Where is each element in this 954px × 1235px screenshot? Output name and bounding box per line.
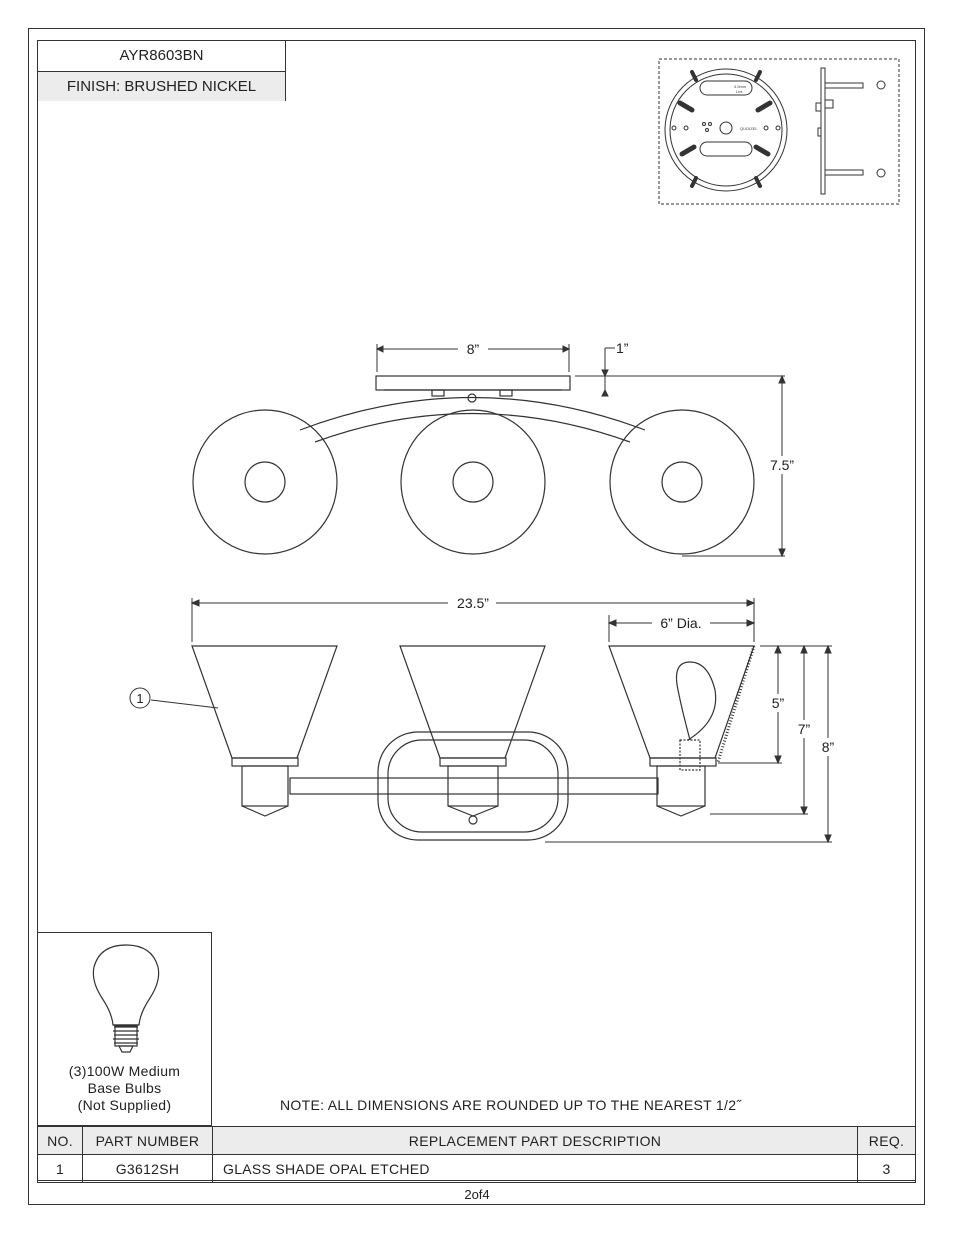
page-number: 2of4 — [464, 1187, 490, 1202]
bulb-spec-line1: (3)100W Medium — [68, 1063, 181, 1079]
side-view-drawing: 23.5” 6” Dia. 5” 7” 8” 1 — [129, 594, 838, 844]
socket-left — [244, 461, 286, 503]
outer-frame — [28, 28, 925, 1205]
callout-circle — [129, 687, 151, 709]
col-part-number: PART NUMBER — [82, 1126, 213, 1155]
dim-fixture-height: 8” — [822, 739, 835, 755]
dim-shade-height: 5” — [772, 695, 785, 711]
row-no: 1 — [37, 1154, 83, 1183]
arm-lower — [314, 412, 631, 443]
col-no: NO. — [37, 1126, 83, 1155]
crossbar-plate-drawing — [664, 68, 788, 192]
front-view-drawing: 8” 1” 7.5” — [192, 340, 798, 558]
row-req: 3 — [857, 1154, 916, 1183]
plate-brand-text: QUOIZEL — [740, 126, 758, 131]
finish-label: FINISH: BRUSHED NICKEL — [38, 72, 285, 101]
socket-right — [661, 461, 703, 503]
bulb-icon — [92, 944, 160, 1053]
arm-upper — [299, 396, 646, 431]
shade-side-right — [608, 645, 755, 759]
mounting-plate-detail: QUOIZEL 4.5mm Lbs — [658, 58, 900, 205]
canopy — [375, 375, 571, 391]
dim-canopy-width: 8” — [467, 341, 480, 357]
plate-side-view — [815, 67, 886, 195]
dimension-note: NOTE: ALL DIMENSIONS ARE ROUNDED UP TO T… — [280, 1097, 742, 1113]
title-block: AYR8603BN FINISH: BRUSHED NICKEL — [37, 40, 286, 101]
shade-side-center — [399, 645, 546, 759]
dim-front-height: 7.5” — [770, 457, 794, 473]
canopy-knob — [467, 393, 477, 403]
dim-shade-diameter: 6” Dia. — [660, 615, 701, 631]
dim-overall-width: 23.5” — [457, 595, 489, 611]
row-part-number: G3612SH — [82, 1154, 213, 1183]
parts-table: NO. PART NUMBER REPLACEMENT PART DESCRIP… — [37, 1126, 916, 1183]
col-description: REPLACEMENT PART DESCRIPTION — [212, 1126, 858, 1155]
row-description: GLASS SHADE OPAL ETCHED — [212, 1154, 858, 1183]
crossbar — [289, 777, 659, 795]
shade-front-left — [192, 409, 338, 555]
shade-side-left — [191, 645, 338, 759]
plate-small-text-2: Lbs — [736, 89, 742, 94]
backplate — [377, 731, 569, 841]
model-number: AYR8603BN — [38, 41, 285, 72]
bulb-spec-line2: Base Bulbs — [87, 1080, 162, 1096]
dim-canopy-depth: 1” — [616, 340, 629, 356]
callout-number: 1 — [136, 691, 143, 706]
table-row: 1 G3612SH GLASS SHADE OPAL ETCHED 3 — [37, 1154, 916, 1183]
shade-front-right — [609, 409, 755, 555]
plate-small-text-1: 4.5mm — [734, 84, 747, 89]
parts-table-header: NO. PART NUMBER REPLACEMENT PART DESCRIP… — [37, 1126, 916, 1155]
col-req: REQ. — [857, 1126, 916, 1155]
shade-front-center — [400, 409, 546, 555]
bulb-outline — [675, 661, 717, 741]
bulb-info-box: (3)100W Medium Base Bulbs (Not Supplied) — [37, 932, 212, 1126]
dim-fixture-depth: 7” — [798, 721, 811, 737]
bulb-spec-line3: (Not Supplied) — [77, 1097, 172, 1113]
socket-center — [452, 461, 494, 503]
